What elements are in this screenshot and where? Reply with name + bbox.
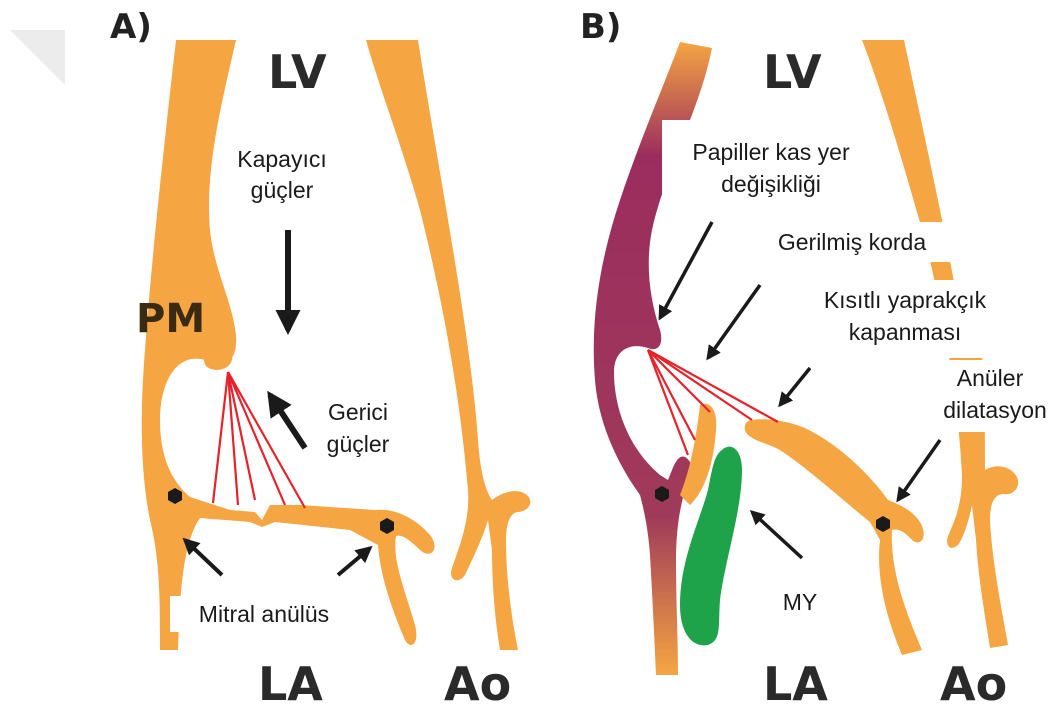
lv-cavity-cutout xyxy=(170,372,258,500)
anterior-leaflet xyxy=(745,419,924,655)
panel-a-la-label: LA xyxy=(258,657,323,709)
arrow-icon xyxy=(898,440,940,500)
mitral-annulus-label: Mitral anülüs xyxy=(199,601,329,627)
pm-label: PM xyxy=(136,296,205,342)
annular-dilation-line-1: Anüler xyxy=(957,365,1024,391)
panel-b-la-label: LA xyxy=(763,657,828,709)
arrow-icon xyxy=(708,285,760,358)
closing-forces-line-2: güçler xyxy=(251,177,314,203)
panel-b-lv-label: LV xyxy=(763,45,822,99)
arrow-icon xyxy=(752,512,802,558)
papillary-displacement-line-1: Papiller kas yer xyxy=(692,139,850,165)
papillary-displacement-line-2: değişikliği xyxy=(721,171,821,197)
mr-jet-label: MY xyxy=(783,589,818,615)
panel-a-lv-label: LV xyxy=(268,45,327,99)
closing-forces-line-1: Kapayıcı xyxy=(237,146,327,172)
tethering-forces-line-1: Gerici xyxy=(328,399,388,425)
arrow-icon xyxy=(185,540,222,575)
annular-dilation-line-2: dilatasyon xyxy=(943,397,1047,423)
lv-wall-left xyxy=(142,40,435,650)
panel-b: B) LV LA Ao Papiller xyxy=(580,7,1054,709)
panel-a-letter: A) xyxy=(110,7,152,47)
tethering-forces-line-2: güçler xyxy=(327,431,390,457)
restricted-closure-line-1: Kısıtlı yaprakçık xyxy=(824,287,987,313)
panel-a: A) LV LA Ao PM Kapayıcı güçler xyxy=(10,7,530,709)
arrow-icon xyxy=(780,368,810,405)
arrow-icon xyxy=(270,395,305,448)
arrow-icon xyxy=(660,222,712,318)
panel-a-ao-label: Ao xyxy=(444,657,511,709)
restricted-closure-line-2: kapanması xyxy=(849,319,962,345)
arrow-icon xyxy=(338,548,370,575)
panel-b-letter: B) xyxy=(580,7,621,47)
panel-b-ao-label: Ao xyxy=(940,657,1007,709)
watermark-triangle xyxy=(10,30,65,85)
stretched-chord-label: Gerilmiş korda xyxy=(778,229,926,255)
